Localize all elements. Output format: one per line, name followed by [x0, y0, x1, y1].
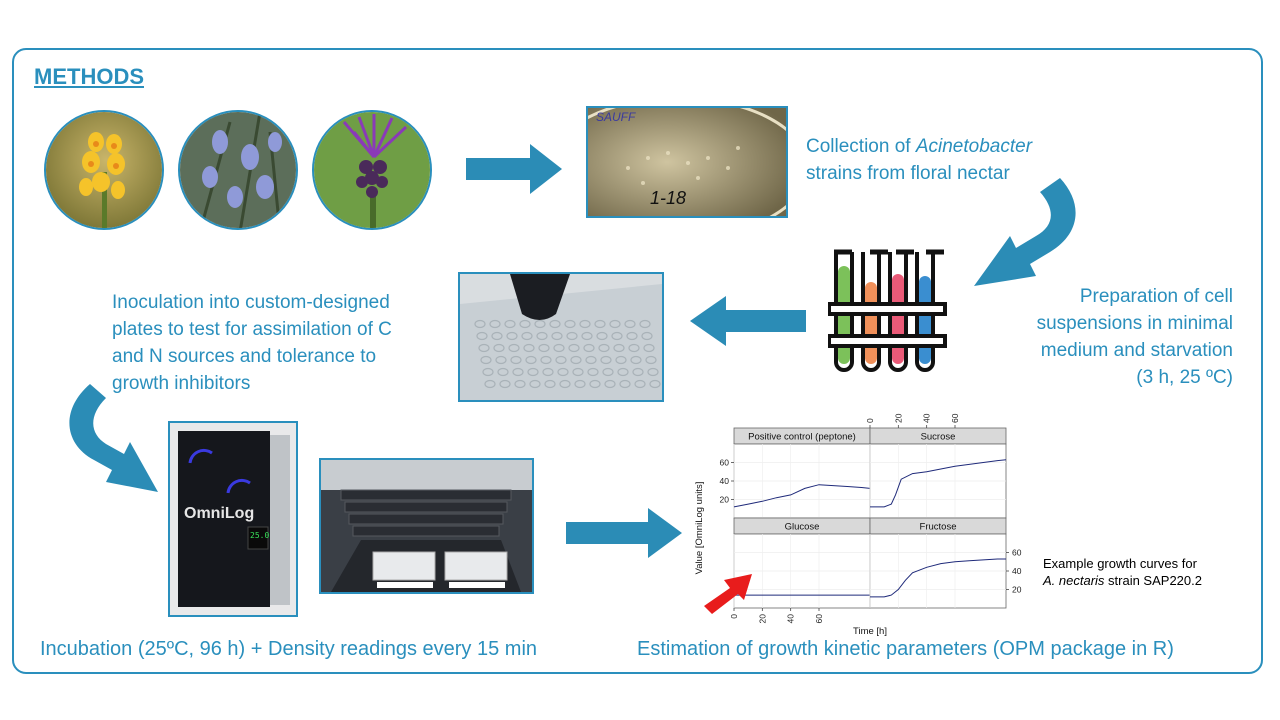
arrow-right-icon	[466, 144, 562, 194]
omnilog-brand-label: OmniLog	[184, 505, 254, 523]
panel-title: Glucose	[785, 522, 820, 533]
page-title: METHODS	[34, 64, 144, 90]
flower-photo-muscari	[312, 110, 432, 230]
petri-label-top: SAUFF	[596, 110, 635, 124]
y-tick-label: 20	[1012, 585, 1022, 595]
flower-photo-yellow	[44, 110, 164, 230]
microplate-photo	[458, 272, 664, 402]
x-tick-label: 40	[922, 413, 932, 423]
x-tick-label: 20	[893, 413, 903, 423]
flower-photo-rosemary	[178, 110, 298, 230]
petri-dish-photo: SAUFF 1-18	[586, 106, 788, 218]
y-tick-label: 40	[1012, 566, 1022, 576]
step-estimation-text: Estimation of growth kinetic parameters …	[637, 636, 1174, 663]
y-axis-label: Value [OmniLog units]	[694, 482, 705, 575]
panel-title: Positive control (peptone)	[748, 432, 856, 443]
x-tick-label: 0	[865, 418, 875, 423]
omnilog-instrument-photo: OmniLog 25.0	[168, 421, 298, 617]
x-tick-label: 60	[814, 614, 824, 624]
x-tick-label: 20	[757, 614, 767, 624]
omnilog-display: 25.0	[250, 531, 269, 540]
y-tick-label: 60	[1012, 548, 1022, 558]
x-tick-label: 60	[950, 413, 960, 423]
curved-arrow-down-icon	[50, 380, 160, 510]
y-tick-label: 20	[720, 495, 730, 505]
chart-annotation: Example growth curves for A. nectaris st…	[1043, 555, 1202, 589]
red-arrow-icon	[700, 570, 756, 616]
plate-drawer-photo	[319, 458, 534, 594]
arrow-right-icon-2	[566, 508, 682, 558]
x-tick-label: 40	[786, 614, 796, 624]
panel-title: Fructose	[920, 522, 957, 533]
y-tick-label: 40	[720, 476, 730, 486]
petri-label-bottom: 1-18	[650, 188, 686, 209]
step-incubation-text: Incubation (25ºC, 96 h) + Density readin…	[40, 636, 537, 663]
panel-title: Sucrose	[921, 432, 956, 443]
arrow-left-icon	[690, 296, 806, 346]
test-tubes-icon	[828, 246, 948, 380]
step-preparation-text: Preparation of cell suspensions in minim…	[968, 283, 1233, 391]
y-tick-label: 60	[720, 458, 730, 468]
